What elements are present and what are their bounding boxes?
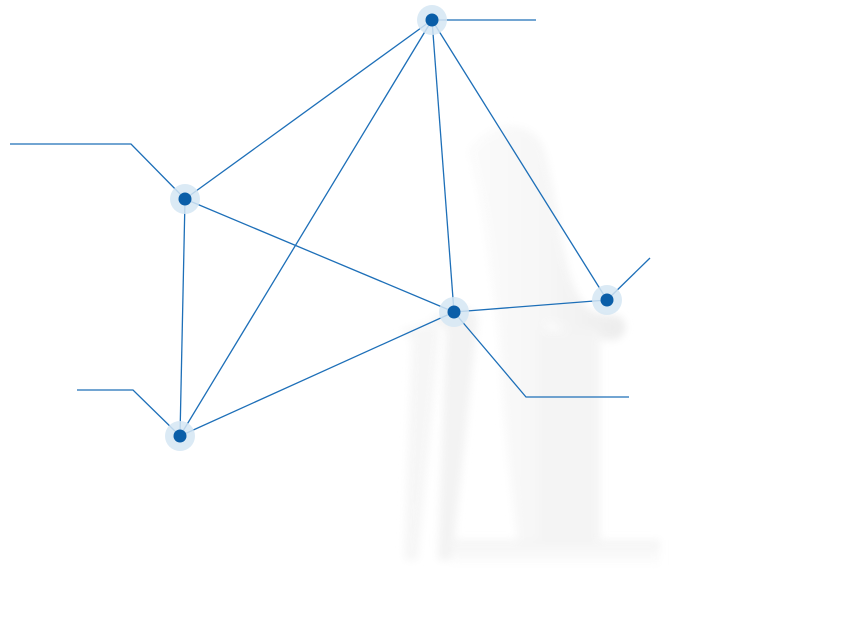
node-left-lower bbox=[165, 421, 195, 451]
edge-left-lower-center bbox=[179, 311, 455, 437]
person-walker-silhouette bbox=[400, 125, 660, 568]
silhouette-walker-rear bbox=[400, 322, 440, 560]
node-dot bbox=[600, 293, 614, 307]
edge-top-center bbox=[431, 19, 455, 313]
callout-line-center bbox=[453, 311, 629, 398]
callout-line-left-lower bbox=[77, 389, 181, 437]
edge-top-left-lower bbox=[179, 19, 433, 437]
node-dot bbox=[447, 305, 461, 319]
callout-group bbox=[10, 19, 651, 437]
edge-top-right bbox=[431, 19, 608, 301]
edge-left-upper-left-lower bbox=[179, 198, 186, 437]
node-group bbox=[165, 5, 622, 451]
silhouette-walker bbox=[430, 308, 478, 560]
edge-left-upper-center bbox=[184, 198, 455, 313]
node-left-upper bbox=[170, 184, 200, 214]
silhouette-lower-body bbox=[540, 330, 600, 540]
edge-group bbox=[179, 19, 608, 437]
node-dot bbox=[425, 13, 439, 27]
edge-top-left-upper bbox=[184, 19, 433, 200]
node-dot bbox=[178, 192, 192, 206]
callout-line-left-upper bbox=[10, 143, 186, 200]
node-right bbox=[592, 285, 622, 315]
node-top bbox=[417, 5, 447, 35]
node-center bbox=[439, 297, 469, 327]
node-dot bbox=[173, 429, 187, 443]
silhouette-floor-shadow bbox=[450, 540, 660, 568]
edge-center-right bbox=[453, 299, 608, 313]
